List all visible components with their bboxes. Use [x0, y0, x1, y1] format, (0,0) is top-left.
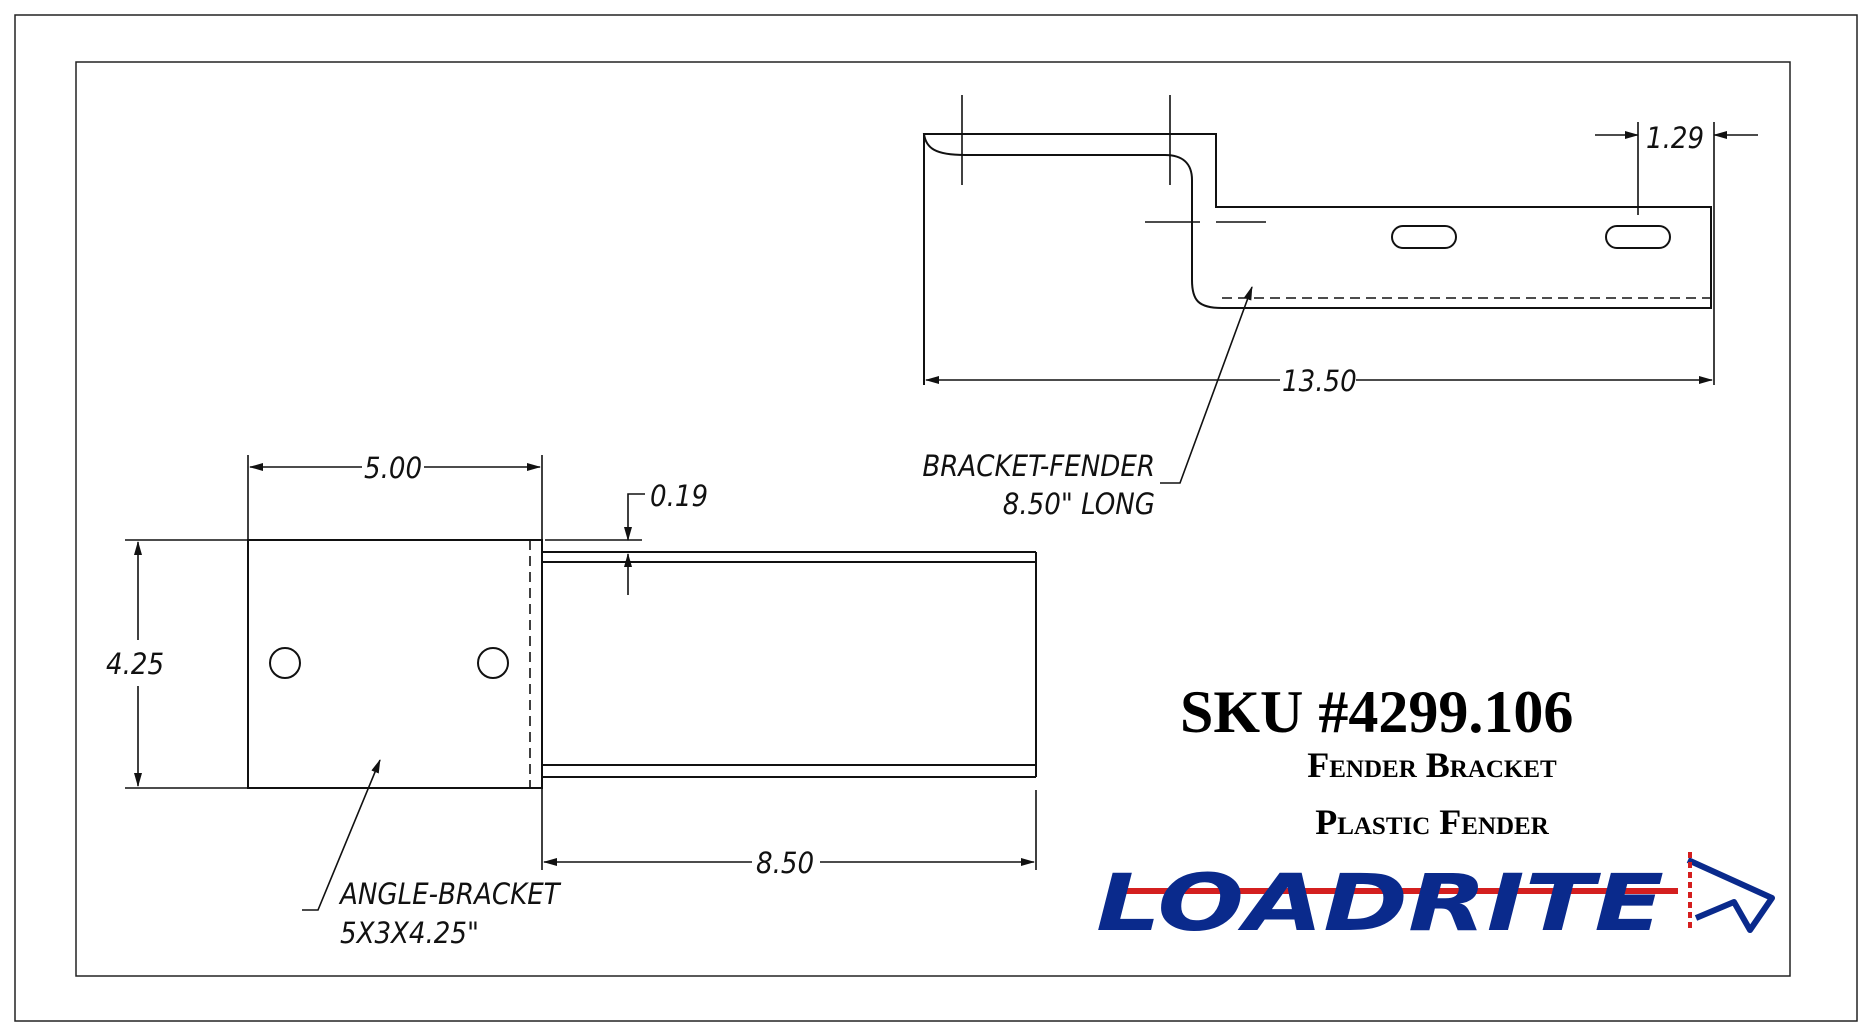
slot-hole-2 — [1605, 225, 1671, 249]
angle-bracket-label: ANGLE-BRACKET — [338, 877, 562, 911]
bracket-fender-leader — [1160, 286, 1253, 484]
angle-bracket-plate — [247, 539, 543, 789]
dim-0-19-top-arrow — [624, 493, 645, 541]
dim-5-00-label: 5.00 — [364, 451, 422, 485]
logo-mark-icon — [1686, 857, 1775, 933]
slot-hole-1 — [1391, 225, 1457, 249]
bracket-fender-view: 1.29 13.50 BRACKET-FENDER 8.50" LONG — [922, 95, 1758, 521]
dim-8-50-label: 8.50 — [756, 846, 814, 880]
bracket-fender-outline — [922, 133, 1712, 309]
sku-number: SKU #4299.106 — [1180, 679, 1573, 745]
loadrite-logo: LOADRITE — [1096, 852, 1775, 949]
dim-4-25-label: 4.25 — [106, 647, 164, 681]
dim-0-19-label: 0.19 — [650, 479, 708, 513]
bracket-fender-length: 8.50" LONG — [1003, 487, 1155, 521]
inner-border — [75, 61, 1791, 977]
title-block: SKU #4299.106 Fender Bracket Plastic Fen… — [1180, 679, 1573, 842]
title-line-1: Fender Bracket — [1307, 745, 1557, 785]
mount-hole-1 — [269, 647, 301, 679]
angle-bracket-view: 5.00 0.19 4.25 8.50 ANGLE-BRACKET 5X3X4.… — [106, 451, 1037, 950]
angle-bracket-leader — [302, 759, 381, 911]
mount-hole-2 — [477, 647, 509, 679]
title-line-2: Plastic Fender — [1315, 802, 1550, 842]
logo-accent-stripe — [1118, 888, 1678, 894]
outer-border — [14, 14, 1858, 1022]
logo-wordmark: LOADRITE — [1096, 859, 1664, 949]
dim-13-50-label: 13.50 — [1282, 364, 1357, 398]
bracket-fender-label: BRACKET-FENDER — [922, 449, 1155, 483]
dim-1-29-label: 1.29 — [1646, 121, 1704, 155]
angle-bracket-size: 5X3X4.25" — [340, 916, 479, 950]
